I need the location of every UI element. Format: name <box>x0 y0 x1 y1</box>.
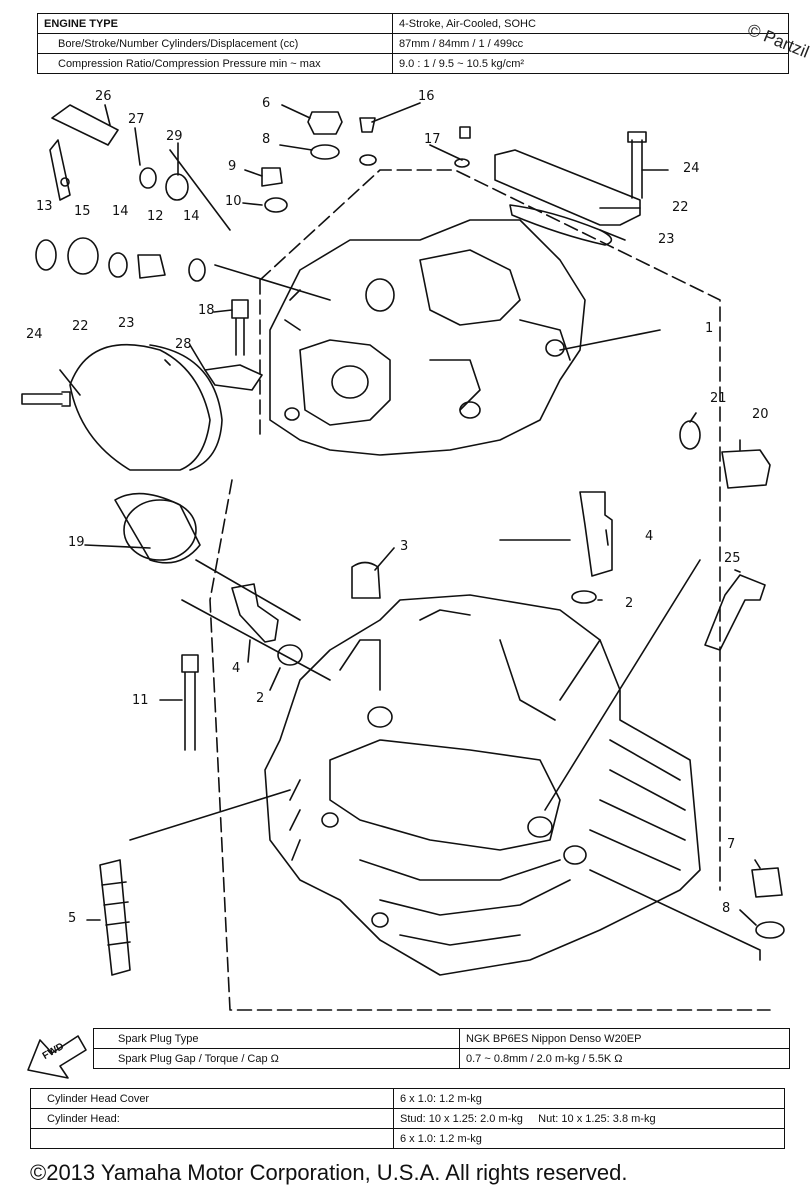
spark-plug-table: Spark Plug Type NGK BP6ES Nippon Denso W… <box>93 1028 790 1069</box>
callout-4: 4 <box>645 529 654 544</box>
cylinder-head-label: Cylinder Head: <box>30 1108 394 1129</box>
callout-14b: 14 <box>183 209 200 224</box>
callout-15: 15 <box>74 204 91 219</box>
callout-16: 16 <box>418 89 435 104</box>
table-row: 6 x 1.0: 1.2 m-kg <box>30 1128 785 1149</box>
spark-plug-gap-value: 0.7 ~ 0.8mm / 2.0 m-kg / 5.5K Ω <box>459 1048 790 1069</box>
callout-17: 17 <box>424 132 441 147</box>
callout-2: 2 <box>625 596 634 611</box>
table-row: Compression Ratio/Compression Pressure m… <box>37 53 789 74</box>
table-row: Cylinder Head Cover 6 x 1.0: 1.2 m-kg <box>30 1088 785 1109</box>
cylinder-head-label-2 <box>30 1128 394 1149</box>
copyright-notice: ©2013 Yamaha Motor Corporation, U.S.A. A… <box>30 1160 628 1185</box>
callout-9: 9 <box>228 159 237 174</box>
table-row: Cylinder Head: Stud: 10 x 1.25: 2.0 m-kg… <box>30 1108 785 1129</box>
cylinder-head-cover-value: 6 x 1.0: 1.2 m-kg <box>393 1088 785 1109</box>
callout-29: 29 <box>166 129 183 144</box>
compression-value: 9.0 : 1 / 9.5 ~ 10.5 kg/cm² <box>392 53 789 74</box>
callout-1: 1 <box>705 321 714 336</box>
compression-label: Compression Ratio/Compression Pressure m… <box>37 53 393 74</box>
callout-12: 12 <box>147 209 164 224</box>
callout-22b: 22 <box>72 319 89 334</box>
callout-13: 13 <box>36 199 53 214</box>
callout-25: 25 <box>724 551 741 566</box>
callout-14: 14 <box>112 204 129 219</box>
callout-8: 8 <box>262 132 271 147</box>
callout-27: 27 <box>128 112 145 127</box>
callout-5: 5 <box>68 911 77 926</box>
engine-spec-table: ENGINE TYPE 4-Stroke, Air-Cooled, SOHC B… <box>37 13 789 74</box>
table-row: Spark Plug Type NGK BP6ES Nippon Denso W… <box>93 1028 790 1049</box>
callout-4b: 4 <box>232 661 241 676</box>
spark-plug-type-label: Spark Plug Type <box>93 1028 460 1049</box>
callout-2b: 2 <box>256 691 265 706</box>
spark-plug-gap-label: Spark Plug Gap / Torque / Cap Ω <box>93 1048 460 1069</box>
callout-11: 11 <box>132 693 149 708</box>
callout-23: 23 <box>658 232 675 247</box>
spark-plug-type-value: NGK BP6ES Nippon Denso W20EP <box>459 1028 790 1049</box>
callout-18: 18 <box>198 303 215 318</box>
callout-24: 24 <box>683 161 700 176</box>
cylinder-head-value: Stud: 10 x 1.25: 2.0 m-kg Nut: 10 x 1.25… <box>393 1108 785 1129</box>
callout-10: 10 <box>225 194 242 209</box>
callout-21: 21 <box>710 391 727 406</box>
torque-table: Cylinder Head Cover 6 x 1.0: 1.2 m-kg Cy… <box>30 1088 785 1149</box>
callout-24b: 24 <box>26 327 43 342</box>
callout-20: 20 <box>752 407 769 422</box>
cylinder-head-value-2: 6 x 1.0: 1.2 m-kg <box>393 1128 785 1149</box>
callout-6: 6 <box>262 96 271 111</box>
cylinder-head-cover-label: Cylinder Head Cover <box>30 1088 394 1109</box>
callout-7: 7 <box>727 837 736 852</box>
callout-8b: 8 <box>722 901 731 916</box>
callout-28: 28 <box>175 337 192 352</box>
callout-22: 22 <box>672 200 689 215</box>
callout-19: 19 <box>68 535 85 550</box>
callout-23b: 23 <box>118 316 135 331</box>
callout-26: 26 <box>95 89 112 104</box>
callout-3: 3 <box>400 539 409 554</box>
table-row: Spark Plug Gap / Torque / Cap Ω 0.7 ~ 0.… <box>93 1048 790 1069</box>
